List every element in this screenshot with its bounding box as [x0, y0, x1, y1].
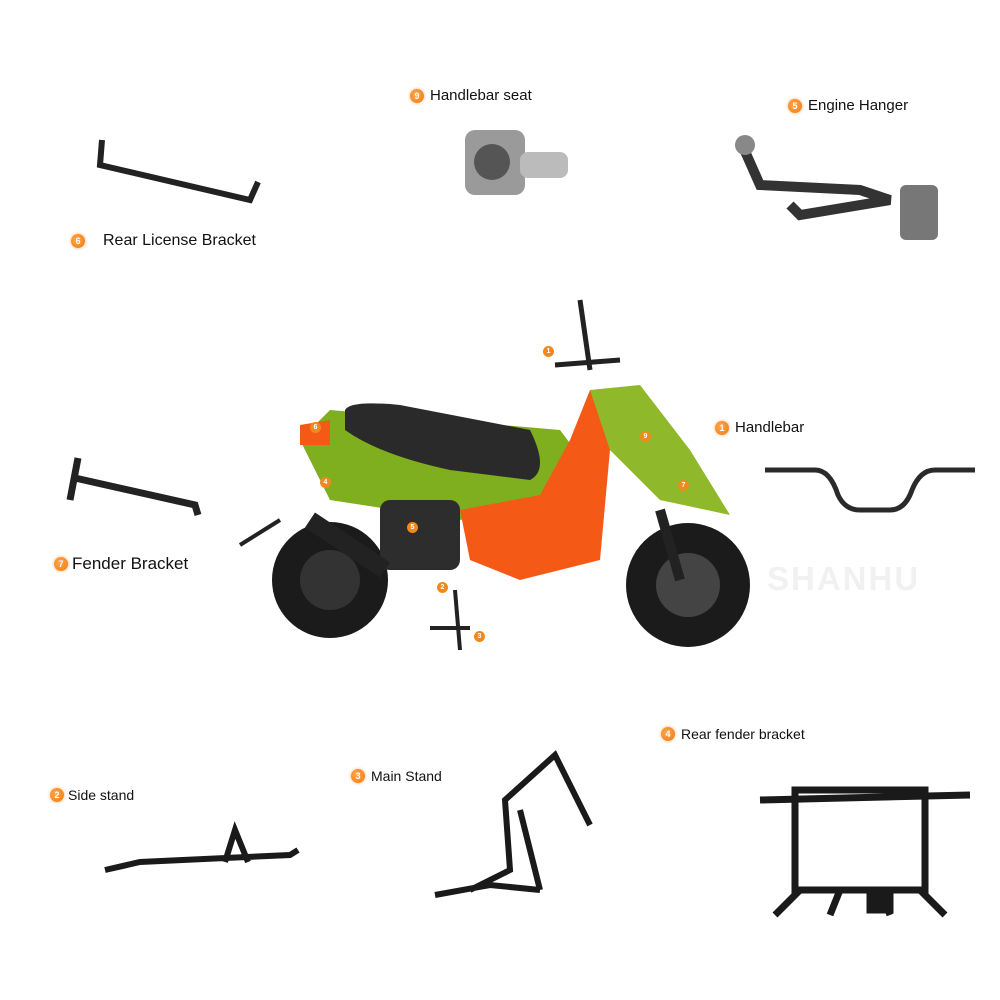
main-stand-image — [434, 750, 593, 898]
watermark-logo: SHANHU — [767, 560, 921, 597]
callout-badge: 6 — [310, 422, 321, 433]
number-badge: 6 — [71, 234, 85, 248]
fender-bracket-image — [66, 457, 202, 517]
number-badge: 5 — [788, 98, 802, 113]
part-label-text: Rear fender bracket — [681, 726, 805, 742]
rear-fender-bracket-image — [759, 786, 971, 918]
part-label-text: Engine Hanger — [808, 97, 909, 114]
part-label-fender-bracket: 7 Fender Bracket — [54, 554, 188, 574]
number-badge: 4 — [661, 727, 675, 741]
callout-badge: 9 — [640, 431, 651, 442]
handlebar-image — [765, 467, 975, 513]
part-label-handlebar-seat: 9 Handlebar seat — [410, 87, 532, 104]
part-label-handlebar: 1 Handlebar — [715, 419, 804, 436]
callout-badge: 4 — [320, 477, 331, 488]
part-label-rear-fender-bracket: 4 Rear fender bracket — [661, 726, 805, 742]
part-label-engine-hanger: 5 Engine Hanger — [788, 97, 908, 114]
number-badge: 3 — [351, 769, 365, 783]
scooter-image — [238, 299, 750, 651]
part-label-rear-license-bracket: 6 Rear License Bracket — [71, 232, 256, 250]
part-label-side-stand: 2 Side stand — [50, 787, 134, 803]
part-label-text: Main Stand — [371, 768, 442, 784]
callout-badge: 5 — [407, 522, 418, 533]
callout-badge: 1 — [543, 346, 554, 357]
part-label-text: Handlebar — [735, 419, 805, 436]
rear-license-bracket-image — [96, 139, 261, 204]
side-stand-image — [104, 821, 300, 873]
number-badge: 7 — [54, 557, 68, 571]
engine-hanger-image — [735, 135, 938, 240]
part-label-text: Fender Bracket — [72, 554, 189, 573]
number-badge: 2 — [50, 788, 64, 802]
handlebar-seat-image — [465, 130, 568, 195]
callout-badge: 2 — [437, 582, 448, 593]
number-badge: 9 — [410, 88, 424, 103]
callout-badge: 3 — [474, 631, 485, 642]
part-label-text: Handlebar seat — [430, 87, 532, 104]
part-label-main-stand: 3 Main Stand — [351, 768, 442, 784]
part-label-text: Side stand — [68, 787, 135, 803]
part-label-text: Rear License Bracket — [103, 232, 256, 249]
callout-badge: 7 — [678, 480, 689, 491]
number-badge: 1 — [715, 420, 729, 435]
